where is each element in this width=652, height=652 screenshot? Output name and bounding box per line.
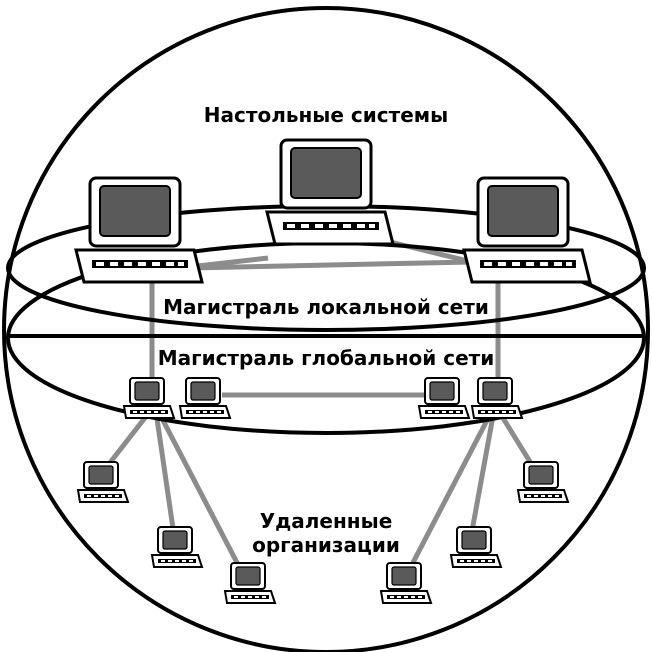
laptop-terminal-icon [151,526,203,568]
laptop-terminal-icon [418,377,470,419]
network-sphere-outline [2,6,650,652]
remote-organizations-label-line1: Удаленные [260,509,393,533]
laptop-terminal-icon [380,562,432,604]
laptop-terminal-icon [77,461,129,503]
laptop-terminal-icon [517,461,569,503]
lan-backbone-label: Магистраль локальной сети [163,295,489,319]
laptop-terminal-icon [123,377,175,419]
desktop-computer-icon [74,176,204,284]
laptop-terminal-icon [224,562,276,604]
laptop-terminal-icon [450,526,502,568]
desktop-systems-label: Настольные системы [204,103,448,127]
laptop-terminal-icon [179,377,231,419]
lan-links [149,237,501,380]
laptop-terminal-icon [471,377,523,419]
desktop-computer-icon [265,138,395,246]
wan-backbone-label: Магистраль глобальной сети [158,346,495,370]
remote-organizations-label-line2: организации [252,533,400,557]
